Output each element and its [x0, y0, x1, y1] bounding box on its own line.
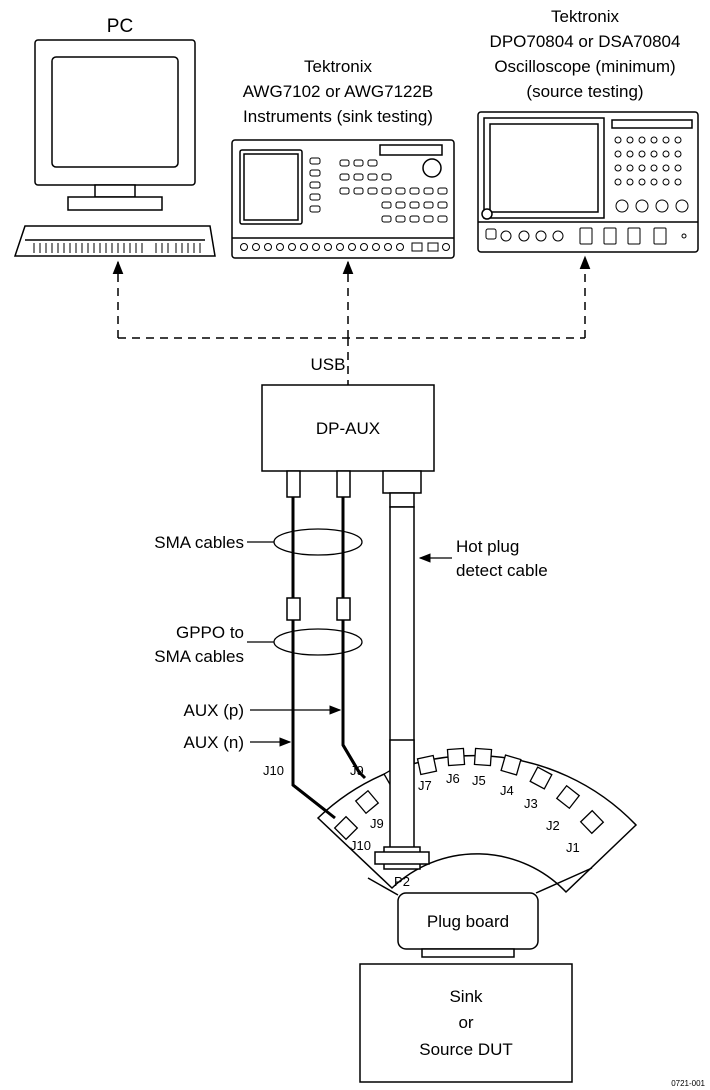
usb-dashed-connections — [112, 255, 591, 385]
oscilloscope-instrument — [477, 111, 699, 253]
scope-label-line-4: (source testing) — [526, 82, 643, 101]
plug-board-label: Plug board — [427, 912, 509, 931]
p2-connector-body — [374, 851, 430, 865]
sma-cables-label: SMA cables — [154, 533, 244, 552]
gppo-cables-bundle-ellipse — [273, 628, 363, 656]
hot-plug-label-line-2: detect cable — [456, 561, 548, 580]
dp-aux-label: DP-AUX — [316, 419, 380, 438]
sma-cables-bundle-ellipse — [273, 528, 363, 556]
hot-plug-cable-overlay — [389, 739, 415, 849]
cable-terminations — [292, 744, 361, 820]
wire-label-j10: J10 — [263, 763, 284, 778]
figure-id: 0721-001 — [671, 1079, 705, 1088]
dut-box — [359, 963, 573, 1083]
oscilloscope-controls — [485, 136, 689, 245]
dut-label-line-2: or — [458, 1013, 473, 1032]
connector-label-j7: J7 — [418, 778, 432, 793]
gppo-adapters — [286, 597, 351, 621]
dp-aux-connectors — [286, 470, 422, 508]
plugboard-dut-link — [421, 948, 515, 958]
awg-instrument — [231, 139, 455, 259]
connector-label-j4: J4 — [500, 783, 514, 798]
connector-label-j10: J10 — [350, 838, 371, 853]
pc-label: PC — [107, 16, 133, 37]
connector-label-j5: J5 — [472, 773, 486, 788]
scope-label-line-3: Oscilloscope (minimum) — [494, 57, 675, 76]
usb-label: USB — [311, 355, 346, 374]
aux-p-label: AUX (p) — [184, 701, 244, 720]
dut-label-line-3: Source DUT — [419, 1040, 513, 1059]
gppo-label-line-2: SMA cables — [154, 647, 244, 666]
awg-label-line-1: Tektronix — [304, 57, 373, 76]
hot-plug-label-line-1: Hot plug — [456, 537, 519, 556]
scope-label-line-2: DPO70804 or DSA70804 — [490, 32, 681, 51]
connector-label-j9: J9 — [370, 816, 384, 831]
dut-label-line-1: Sink — [449, 987, 483, 1006]
connector-label-j3: J3 — [524, 796, 538, 811]
callout-lines — [247, 541, 452, 747]
connector-label-j2: J2 — [546, 818, 560, 833]
awg-label-line-2: AWG7102 or AWG7122B — [243, 82, 434, 101]
pc-computer — [13, 39, 216, 257]
awg-label-line-3: Instruments (sink testing) — [243, 107, 433, 126]
fan-to-plugboard-left — [367, 877, 399, 896]
aux-n-label: AUX (n) — [184, 733, 244, 752]
fan-to-plugboard-right — [535, 867, 593, 894]
gppo-label-line-1: GPPO to — [176, 623, 244, 642]
scope-label-line-1: Tektronix — [551, 7, 620, 26]
awg-front-buttons — [240, 157, 450, 252]
connector-label-j6: J6 — [446, 771, 460, 786]
pc-keyboard-keys — [33, 243, 201, 253]
p2-label: P2 — [394, 874, 410, 889]
connector-label-j1: J1 — [566, 840, 580, 855]
